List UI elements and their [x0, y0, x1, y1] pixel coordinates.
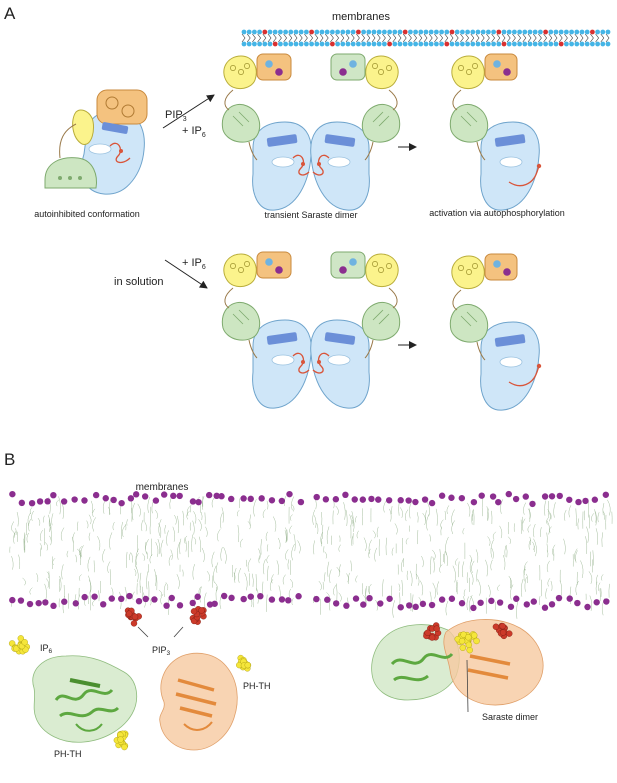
- pip3-molecules-left: [124, 606, 207, 627]
- activated-kinase-solution: [449, 253, 542, 411]
- caption-dimer: transient Saraste dimer: [264, 210, 357, 220]
- arrow-pip3-ip6: [162, 94, 215, 129]
- label-ip6: IP6: [40, 643, 53, 655]
- ip6-molecule-right: [454, 631, 480, 654]
- md-membrane-right: [312, 490, 613, 619]
- saraste-dimer-membrane: [221, 53, 401, 211]
- md-membrane-left: [9, 490, 305, 615]
- caption-activation: activation via autophosphorylation: [429, 208, 565, 218]
- label-ph-th-orange: PH-TH: [243, 681, 271, 691]
- membrane-label-b: membranes: [136, 482, 189, 493]
- saraste-dimer-solution: [221, 251, 401, 409]
- arrow-ip6-solution: [164, 259, 208, 289]
- panel-b-label: B: [4, 450, 15, 469]
- ph-th-orange-protein: [159, 652, 238, 751]
- panel-a-label: A: [4, 4, 16, 23]
- ip6-molecules-left: [8, 635, 252, 672]
- arrow-top-label-1: PIP3: [165, 109, 187, 123]
- arrow-top-label-2: + IP6: [182, 125, 206, 139]
- label-ph-th-green: PH-TH: [54, 749, 82, 759]
- autoinhibited-kinase: [44, 89, 148, 195]
- arrow-bottom-label-1: + IP6: [182, 257, 206, 271]
- activated-kinase-membrane: [449, 53, 542, 211]
- ph-th-green-protein: [32, 655, 138, 743]
- caption-autoinhibited: autoinhibited conformation: [34, 209, 140, 219]
- pip3-molecules-right: [423, 622, 513, 641]
- label-pip3: PIP3: [152, 645, 171, 657]
- membrane-label-a: membranes: [332, 11, 391, 23]
- saraste-dimer-md: [371, 619, 544, 706]
- label-saraste-dimer: Saraste dimer: [482, 712, 538, 722]
- membrane-bilayer-schematic: [241, 29, 611, 47]
- arrow-bottom-label-2: in solution: [114, 276, 164, 288]
- ip6-molecule-bottom: [113, 730, 129, 751]
